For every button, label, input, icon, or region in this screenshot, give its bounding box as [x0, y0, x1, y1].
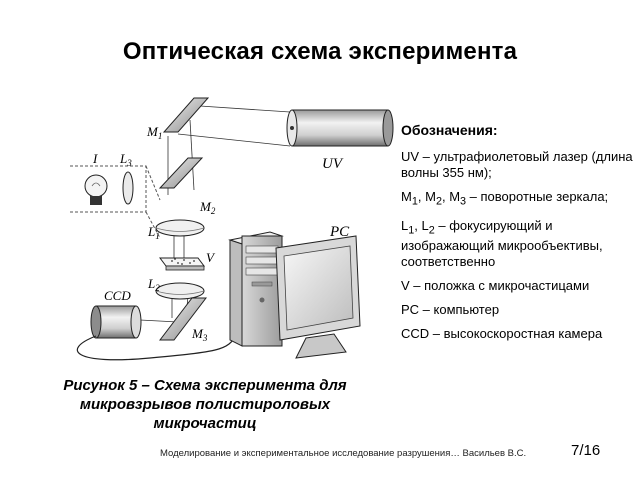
legend-heading: Обозначения: — [401, 122, 498, 138]
slide-title: Оптическая схема эксперимента — [122, 38, 518, 65]
label-m1: M1 — [146, 124, 162, 141]
lens-l3-icon — [122, 171, 134, 205]
page-number: 7/16 — [571, 442, 601, 459]
label-l1: L1 — [147, 224, 160, 241]
legend-item: PC – компьютер — [401, 302, 500, 318]
label-ccd: CCD — [104, 288, 131, 303]
legend-item: UV – ультрафиолетовый лазер (длина волны… — [401, 149, 633, 180]
label-l2: L2 — [147, 276, 160, 293]
figure-caption: Рисунок 5 – Схема эксперимента для микро… — [63, 377, 347, 432]
pc-tower-icon — [228, 231, 284, 347]
lamp-icon — [84, 174, 108, 205]
laser-beam — [139, 105, 291, 323]
label-uv: UV — [322, 156, 344, 172]
footer-text: Моделирование и экспериментальное исслед… — [160, 448, 527, 459]
mirror-m1-icon — [162, 97, 210, 133]
label-pc: PC — [329, 224, 350, 240]
sample-plate-icon — [159, 257, 205, 271]
label-i: I — [92, 151, 98, 166]
label-m3: M3 — [191, 326, 208, 343]
legend-items: UV – ультрафиолетовый лазер (длина волны… — [401, 149, 637, 342]
legend: Обозначения: UV – ультрафиолетовый лазер… — [401, 122, 637, 350]
legend-item: L1, L2 – фокусирующий и изображающий мик… — [401, 217, 603, 270]
monitor-icon — [275, 235, 361, 359]
illumination-box — [70, 165, 161, 239]
uv-laser-icon — [286, 109, 394, 147]
mirror-m2-icon — [158, 157, 204, 189]
legend-item: M1, M2, M3 – поворотные зеркала; — [401, 189, 609, 208]
label-m2: M2 — [199, 199, 216, 216]
label-l3: L3 — [119, 151, 132, 168]
legend-item: CCD – высокоскоростная камера — [401, 326, 603, 342]
legend-item: V – положка с микрочастицами — [401, 278, 590, 294]
lens-l1-icon — [155, 219, 205, 237]
lens-l2-icon — [155, 282, 205, 300]
mirror-m3-icon — [158, 297, 208, 341]
label-v: V — [206, 250, 216, 265]
ccd-camera-icon — [90, 305, 142, 339]
